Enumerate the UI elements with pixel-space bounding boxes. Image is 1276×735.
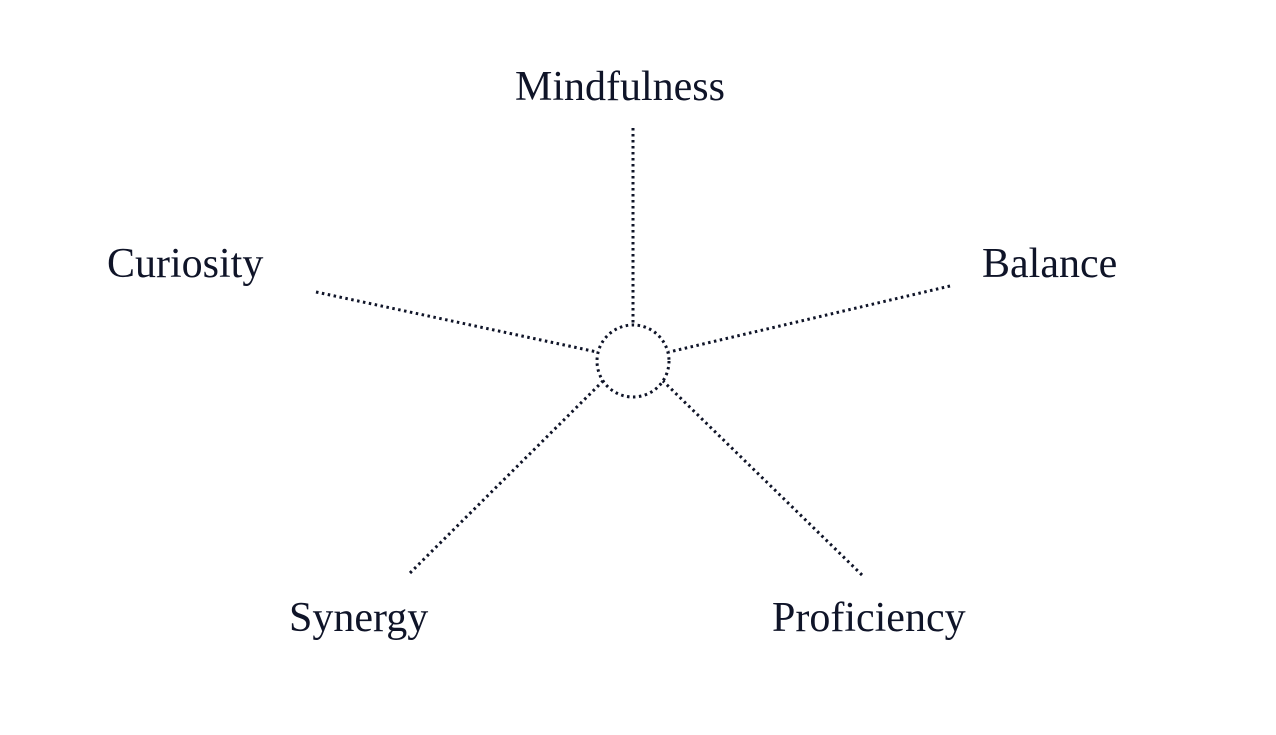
spoke-curiosity xyxy=(315,290,598,354)
node-label-curiosity: Curiosity xyxy=(107,241,264,287)
node-label-synergy: Synergy xyxy=(289,595,429,641)
node-label-mindfulness: Mindfulness xyxy=(515,64,725,110)
node-label-proficiency: Proficiency xyxy=(772,595,966,641)
spoke-synergy xyxy=(408,379,605,575)
spoke-balance xyxy=(668,284,951,354)
spoke-proficiency xyxy=(661,379,864,577)
node-label-balance: Balance xyxy=(982,241,1118,287)
hub-circle xyxy=(595,323,671,399)
spokes xyxy=(315,128,951,577)
